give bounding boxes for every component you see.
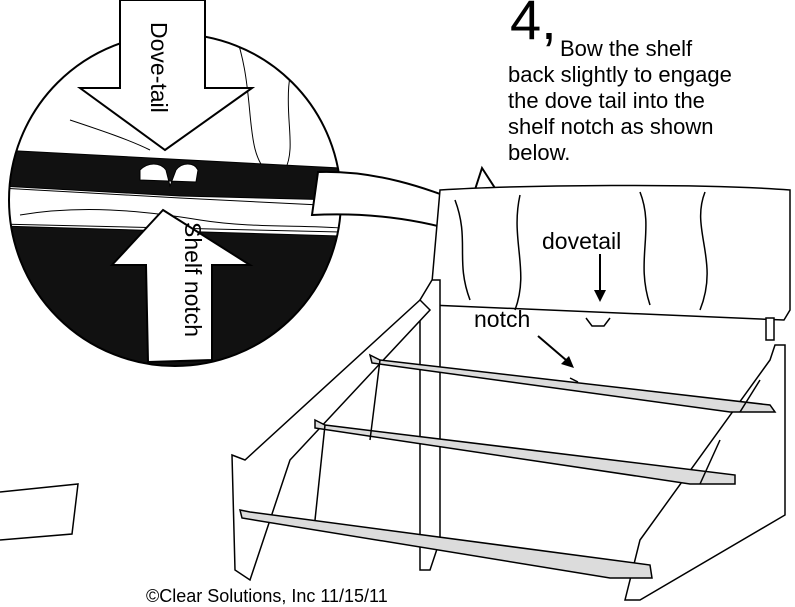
dove-tail-arrow-label: Dove-tail [146, 22, 172, 113]
dovetail-leader [594, 254, 606, 302]
copyright-notice: ©Clear Solutions, Inc 11/15/11 [146, 586, 388, 606]
shelf-notch-arrow-label: Shelf notch [180, 222, 206, 338]
notch-label: notch [474, 306, 531, 332]
instruction-line: back slightly to engage [508, 62, 732, 87]
instruction-line: Bow the shelf [560, 36, 693, 61]
loose-panel-fragment [0, 483, 79, 541]
shelf-stand [231, 184, 791, 601]
step-instruction: Bow the shelf back slightly to engage th… [508, 36, 795, 166]
dove-tail-arrow [76, 0, 256, 152]
instruction-line: the dove tail into the [508, 88, 705, 113]
instruction-line: below. [508, 140, 571, 165]
instruction-line: shelf notch as shown [508, 114, 714, 139]
shelf-notch-arrow [109, 208, 254, 364]
step-number: 4, [510, 0, 557, 51]
notch-leader [537, 335, 574, 368]
dovetail-label: dovetail [542, 228, 622, 254]
